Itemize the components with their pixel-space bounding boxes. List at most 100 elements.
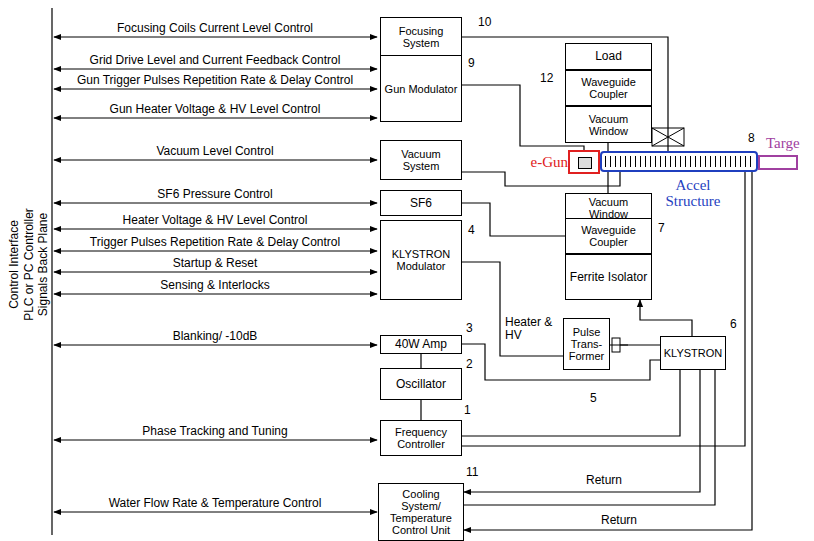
process-box: Load: [565, 43, 652, 70]
signal-name: SF6 Pressure Control: [56, 188, 374, 201]
accel-structure: Accel Structure: [600, 151, 758, 172]
connector: [464, 172, 752, 530]
process-box: Vacuum Window: [565, 106, 652, 143]
process-box: Frequency Controller: [380, 420, 462, 456]
signal-name: Gun Heater Voltage & HV Level Control: [56, 103, 374, 116]
target-box: Targe: [758, 155, 798, 170]
box-label: Oscillator: [394, 378, 448, 391]
signal-arrow: [54, 160, 377, 161]
process-box: Waveguide Coupler: [565, 218, 652, 254]
connector: [640, 300, 692, 336]
callout-number: 11: [466, 466, 478, 479]
transformer-box: Pulse Trans- Former: [563, 318, 610, 370]
box-label: 40W Amp: [393, 338, 449, 351]
signal-arrow: [54, 294, 377, 295]
signal-name: Blanking/ -10dB: [56, 330, 374, 343]
controller-label: PLC or PC Controller: [23, 125, 38, 405]
callout-number: 3: [466, 322, 473, 335]
signal-name: Water Flow Rate & Temperature Control: [56, 497, 374, 510]
callout-number: 8: [748, 132, 755, 145]
connector: [420, 354, 421, 368]
signal-arrow: [54, 251, 377, 252]
gun-cathode: [578, 157, 592, 169]
wire-label: Heater & HV: [505, 316, 555, 342]
connector: [462, 37, 668, 151]
controller-label: Control Interface: [8, 125, 23, 405]
box-label: Vacuum System: [381, 148, 461, 172]
process-box: Ferrite Isolator: [565, 254, 652, 300]
callout-number: 7: [658, 222, 665, 235]
signal-name: Vacuum Level Control: [56, 145, 374, 158]
box-label: Ferrite Isolator: [568, 271, 649, 284]
box-label: KLYSTRON Modulator: [381, 248, 461, 272]
signal-name: Trigger Pulses Repetition Rate & Delay C…: [56, 236, 374, 249]
signal-name: Gun Trigger Pulses Repetition Rate & Del…: [56, 74, 374, 87]
connector: [420, 400, 421, 420]
accel-cells: [605, 156, 753, 167]
box-label: SF6: [408, 197, 434, 210]
process-box: KLYSTRON Modulator: [380, 220, 462, 300]
process-box: Gun Modulator: [380, 55, 462, 122]
process-box: Focusing System: [380, 17, 462, 57]
callout-number: 4: [468, 224, 475, 237]
signal-name: Startup & Reset: [56, 257, 374, 270]
box-label: Pulse Trans- Former: [564, 326, 609, 362]
connector: [464, 370, 700, 492]
connector: [607, 143, 608, 151]
signal-arrow: [54, 37, 377, 38]
box-label: Vacuum Window: [566, 113, 651, 137]
connector: [610, 344, 660, 345]
signal-arrow: [54, 89, 377, 90]
signal-arrow: [54, 512, 377, 513]
signal-arrow: [54, 69, 377, 70]
signal-arrow: [54, 203, 377, 204]
target-label: Targe: [766, 135, 808, 151]
box-label: Focusing System: [381, 25, 461, 49]
process-box: Cooling System/ Temperature Control Unit: [378, 483, 464, 541]
process-box: Waveguide Coupler: [565, 70, 652, 106]
accel-label: Accel Structure: [657, 177, 729, 209]
signal-arrow: [54, 345, 377, 346]
callout-number: 12: [540, 72, 553, 85]
gun-box: e-Gun: [568, 150, 600, 174]
signal-name: Heater Voltage & HV Level Control: [56, 214, 374, 227]
process-box: Vacuum System: [380, 140, 462, 180]
signal-name: Sensing & Interlocks: [56, 279, 374, 292]
back-plane-line: [51, 8, 52, 535]
box-label: Waveguide Coupler: [566, 76, 651, 100]
box-label: Frequency Controller: [381, 426, 461, 450]
connector: [462, 172, 745, 446]
connector: [462, 370, 680, 436]
controller-label: Signals Back Plane: [37, 125, 52, 405]
callout-number: 10: [478, 16, 491, 29]
box-label: Gun Modulator: [383, 83, 460, 95]
edge-label: Return: [585, 474, 623, 487]
gun-label: e-Gun: [524, 154, 568, 170]
signal-arrow: [54, 272, 377, 273]
connector: [462, 344, 660, 380]
callout-number: 1: [464, 404, 471, 417]
signal-arrow: [54, 440, 377, 441]
box-label: Waveguide Coupler: [566, 224, 651, 248]
connector: [607, 172, 608, 193]
callout-number: 2: [466, 358, 473, 371]
connector: [464, 370, 715, 505]
callout-number: 6: [730, 318, 737, 331]
callout-number: 5: [590, 392, 597, 405]
box-label: Load: [593, 50, 624, 63]
connector: [462, 203, 565, 236]
connector: [462, 262, 563, 356]
process-box: 40W Amp: [380, 335, 462, 354]
signal-name: Phase Tracking and Tuning: [56, 425, 374, 438]
process-box: Oscillator: [380, 368, 462, 400]
box-label: KLYSTRON: [662, 347, 724, 359]
signal-arrow: [54, 118, 377, 119]
connector: [462, 172, 620, 186]
klystron-box: KLYSTRON: [660, 336, 726, 370]
process-box: SF6: [380, 190, 462, 216]
signal-arrow: [54, 229, 377, 230]
edge-label: Return: [600, 514, 638, 527]
box-label: Vacuum Window: [566, 196, 651, 220]
box-label: Cooling System/ Temperature Control Unit: [379, 488, 463, 536]
